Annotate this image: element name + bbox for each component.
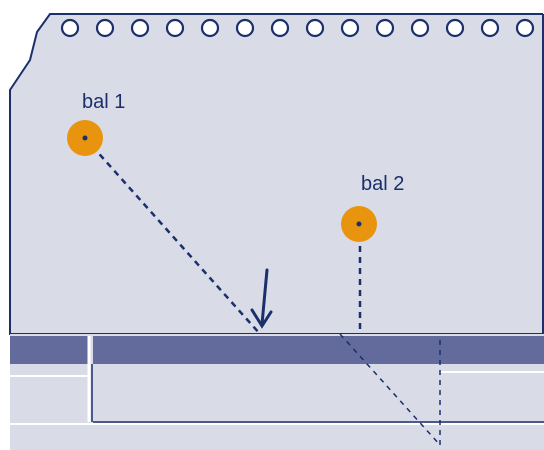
table-top-band-right	[93, 336, 544, 364]
table-top-band-left	[10, 336, 88, 364]
binding-ring	[480, 18, 500, 38]
binding-ring	[200, 18, 220, 38]
ball-1-center-dot	[82, 135, 88, 141]
binding-notch-strip	[52, 0, 544, 14]
binding-ring	[130, 18, 150, 38]
ball-1-trajectory-continuation	[339, 333, 441, 446]
table	[10, 334, 544, 450]
ball-2-label: bal 2	[361, 173, 404, 195]
binding-ring	[165, 18, 185, 38]
binding-ring	[410, 18, 430, 38]
ball-2-center-dot	[356, 221, 362, 227]
binding-ring	[95, 18, 115, 38]
binding-ring	[515, 18, 535, 38]
spiral-binding	[60, 18, 535, 38]
arrow-shaft	[260, 268, 269, 326]
binding-ring	[270, 18, 290, 38]
notebook-page	[9, 13, 544, 335]
binding-ring	[235, 18, 255, 38]
binding-ring	[445, 18, 465, 38]
binding-ring	[60, 18, 80, 38]
arrow-head	[250, 308, 273, 329]
ball-1-label: bal 1	[82, 91, 125, 113]
impact-arrow	[250, 268, 273, 329]
binding-ring	[305, 18, 325, 38]
binding-ring	[340, 18, 360, 38]
binding-ring	[375, 18, 395, 38]
